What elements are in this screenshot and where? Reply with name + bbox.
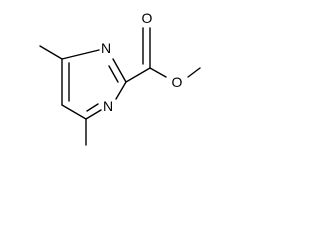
bond-oester-methyl (187, 67, 201, 78)
bond-lines (39, 27, 201, 146)
atom-labels: N N O O (101, 10, 183, 114)
bond-n3-c2 (115, 81, 127, 100)
bond-c2-n1-inner (108, 65, 119, 83)
chemical-structure: N N O O (39, 10, 201, 146)
bond-c2-ccarbonyl (125, 67, 151, 83)
atom-n-bottom: N (103, 98, 113, 114)
atom-o-carbonyl: O (142, 10, 153, 26)
bond-c4-n3-inner (86, 103, 99, 112)
bond-c2-n1 (112, 58, 127, 83)
atom-o-ester: O (172, 74, 183, 90)
bond-c-oester (149, 67, 167, 78)
atom-n-top: N (101, 40, 111, 56)
bond-c4-n3 (85, 109, 102, 120)
bond-n1-c6 (61, 49, 100, 60)
bond-methyl-top (39, 45, 63, 60)
bond-c5-c4 (61, 104, 87, 120)
